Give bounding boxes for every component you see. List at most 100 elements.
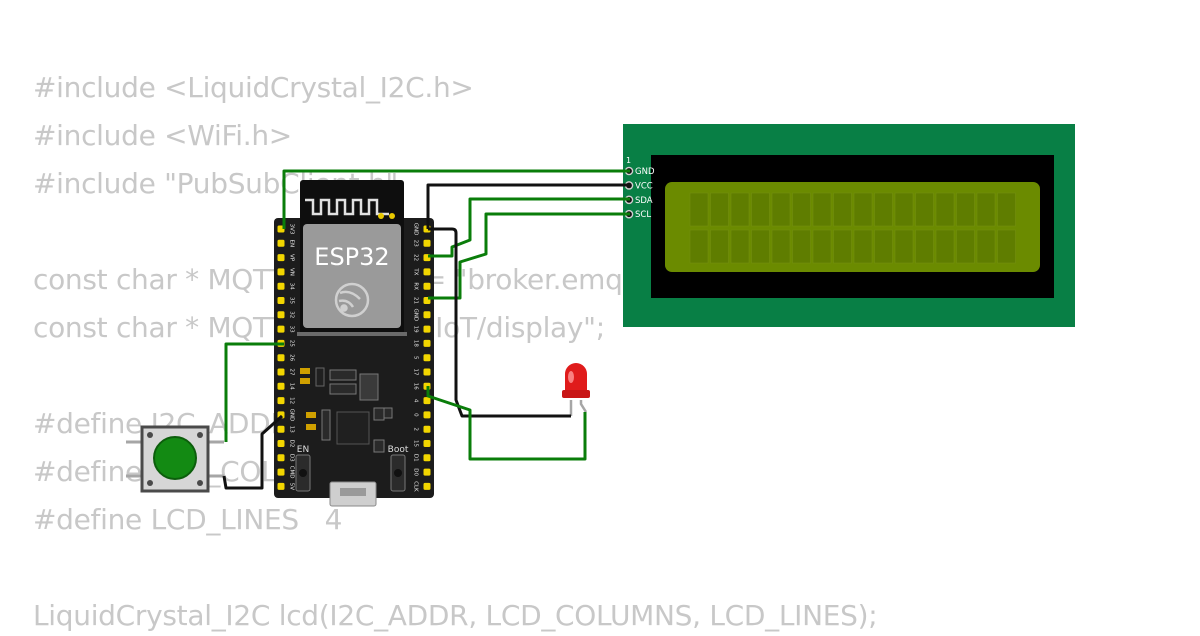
- esp32-pin-label: TX: [413, 267, 419, 275]
- esp32-pin[interactable]: [423, 354, 431, 362]
- esp32-pin-label: CLK: [413, 481, 419, 492]
- esp32-pin-label: 26: [289, 354, 295, 361]
- lcd-pin-label: SDA: [635, 196, 653, 206]
- esp32-pin[interactable]: [423, 311, 431, 319]
- lcd-char-cell: [689, 192, 709, 227]
- lcd-char-cell: [894, 229, 914, 264]
- esp32-pin[interactable]: [423, 239, 431, 247]
- esp32-pin[interactable]: [277, 325, 285, 333]
- lcd-char-cell: [935, 229, 955, 264]
- red-led[interactable]: [562, 363, 590, 416]
- lcd-char-cell: [915, 192, 934, 227]
- wire-led-signal[interactable]: [426, 386, 587, 461]
- esp32-pin[interactable]: [277, 468, 285, 476]
- lcd-char-cell: [956, 229, 975, 264]
- esp32-pin-label: 13: [289, 426, 295, 433]
- antenna-trace: [305, 198, 389, 216]
- wire-scl[interactable]: [428, 212, 630, 300]
- esp32-pin[interactable]: [277, 397, 285, 405]
- esp32-pin[interactable]: [423, 325, 431, 333]
- wires: [222, 169, 630, 490]
- lcd-pin-label: SCL: [635, 210, 651, 220]
- esp32-pin[interactable]: [277, 382, 285, 390]
- esp32-left-header: 3V3ENVPVN343532332526271412GND13D2D3CMD5…: [277, 224, 295, 490]
- esp32-pin[interactable]: [277, 425, 285, 433]
- lcd-char-cell: [853, 229, 873, 264]
- button-corner: [197, 480, 203, 486]
- micro-usb-port: [329, 481, 377, 507]
- esp32-pin-label: 25: [289, 340, 295, 347]
- esp32-pin-label: 33: [289, 326, 295, 333]
- esp32-pin-label: 23: [413, 240, 419, 247]
- code-line: #define LCD_LINES 4: [33, 503, 343, 536]
- en-button[interactable]: [295, 454, 311, 492]
- led-anode-lead: [579, 400, 588, 413]
- esp32-pin[interactable]: [277, 297, 285, 304]
- esp32-pin[interactable]: [277, 454, 285, 462]
- button-cap: [153, 436, 197, 480]
- esp32-pin-label: 21: [413, 297, 419, 304]
- wire-gnd[interactable]: [426, 183, 630, 229]
- esp32-pin[interactable]: [277, 440, 285, 447]
- esp32-pin[interactable]: [277, 254, 285, 262]
- lcd-char-cell: [730, 229, 750, 264]
- esp32-pin[interactable]: [423, 411, 431, 419]
- wire-button-signal[interactable]: [224, 342, 284, 442]
- esp32-pin[interactable]: [277, 268, 285, 276]
- lcd-char-cell: [915, 229, 934, 264]
- esp32-pin-label: RX: [413, 282, 419, 290]
- esp32-pin-label: 3V3: [289, 224, 295, 235]
- esp32-pin[interactable]: [423, 440, 431, 447]
- esp32-pin[interactable]: [423, 468, 431, 476]
- esp32-pin[interactable]: [423, 268, 431, 276]
- lcd-char-cell: [812, 229, 832, 264]
- button-corner: [147, 480, 153, 486]
- esp32-pin[interactable]: [277, 482, 285, 490]
- wire-sda[interactable]: [428, 197, 630, 258]
- push-button[interactable]: [126, 425, 224, 493]
- esp32-pin[interactable]: [277, 239, 285, 247]
- en-label: EN: [297, 445, 309, 455]
- lcd-char-cell: [792, 229, 811, 264]
- esp32-pin[interactable]: [423, 368, 431, 376]
- esp32-pin-label: 5: [413, 356, 419, 360]
- esp32-pin-label: GND: [413, 308, 419, 321]
- code-line: #include <WiFi.h>: [33, 119, 292, 152]
- esp32-pin[interactable]: [423, 454, 431, 462]
- lcd-char-cell: [730, 192, 750, 227]
- boot-label: Boot: [388, 445, 409, 455]
- boot-button[interactable]: [390, 454, 406, 492]
- module-castellations: [297, 332, 407, 336]
- esp32-pin[interactable]: [423, 425, 431, 433]
- board-components: [300, 367, 393, 453]
- led-highlight: [568, 371, 574, 383]
- esp32-pin[interactable]: [423, 339, 431, 347]
- esp32-pin[interactable]: [277, 311, 285, 319]
- lcd-char-cell: [751, 192, 770, 227]
- lcd-char-cell: [935, 192, 955, 227]
- module-dot: [389, 213, 395, 219]
- lcd-char-cell: [956, 192, 975, 227]
- esp32-pin-label: 16: [413, 383, 419, 390]
- wire-vcc[interactable]: [282, 169, 630, 229]
- esp32-pin[interactable]: [277, 282, 285, 290]
- esp32-pin[interactable]: [423, 482, 431, 490]
- esp32-pin[interactable]: [423, 397, 431, 405]
- led-rim: [562, 390, 590, 398]
- esp32-board[interactable]: ESP32 EN: [274, 180, 434, 507]
- lcd-char-cell: [997, 229, 1016, 264]
- wire-led-gnd[interactable]: [428, 227, 571, 418]
- lcd-char-cell: [771, 229, 791, 264]
- esp32-pin-label: GND: [413, 223, 419, 236]
- esp32-pin-label: 4: [413, 399, 419, 403]
- lcd-char-cell: [751, 229, 770, 264]
- esp32-pin[interactable]: [277, 354, 285, 362]
- lcd-char-cell: [976, 229, 996, 264]
- wire-button-gnd[interactable]: [222, 414, 284, 490]
- esp32-pin-label: D1: [413, 454, 419, 462]
- esp32-pin-label: EN: [289, 240, 295, 248]
- esp32-pin-label: CMD: [289, 466, 295, 479]
- esp32-pin[interactable]: [423, 282, 431, 290]
- esp32-pin[interactable]: [277, 368, 285, 376]
